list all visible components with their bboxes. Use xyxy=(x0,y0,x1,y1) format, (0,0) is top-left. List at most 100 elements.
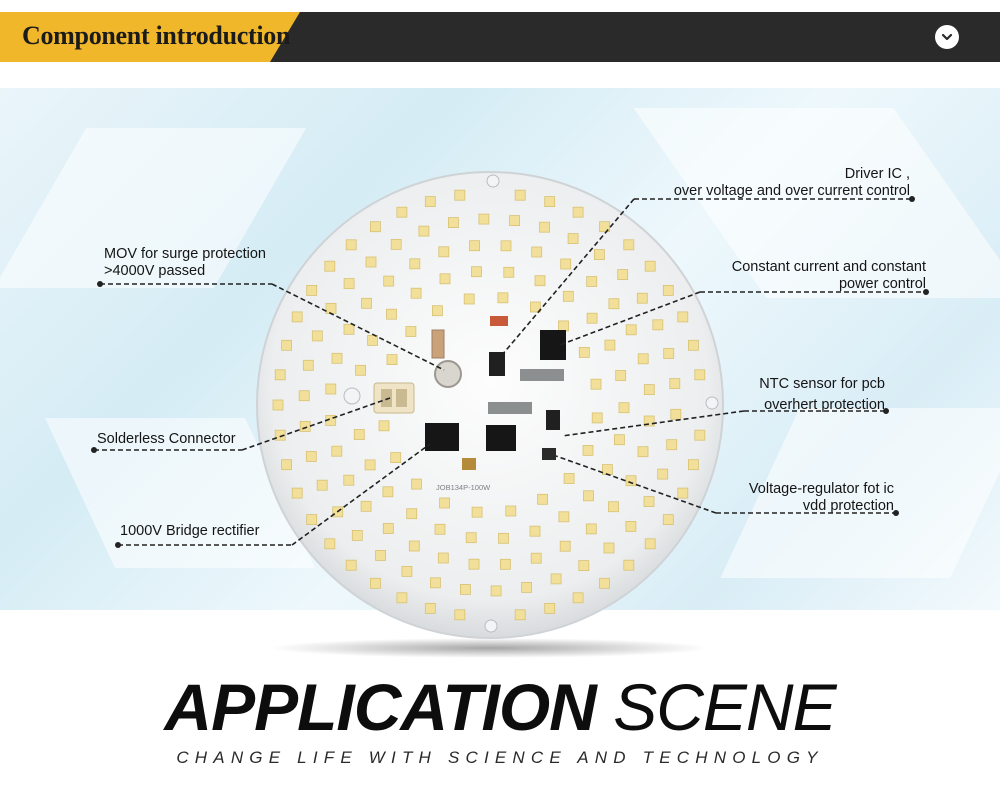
led-chip xyxy=(272,399,284,411)
led-chip xyxy=(578,560,590,571)
led-chip xyxy=(688,339,699,351)
led-chip xyxy=(291,311,303,323)
callout-mov: MOV for surge protection >4000V passed xyxy=(104,246,266,280)
led-chip xyxy=(591,412,603,424)
led-chip xyxy=(531,246,543,258)
led-chip xyxy=(434,523,446,535)
led-chip xyxy=(615,370,627,381)
callout-solderless-connector: Solderless Connector xyxy=(97,431,236,448)
led-chip xyxy=(583,490,594,502)
led-chip xyxy=(418,225,430,237)
bridge-rectifier-chip xyxy=(425,423,459,451)
callout-solderless-connector-line1: Solderless Connector xyxy=(97,431,236,447)
led-chip xyxy=(608,298,620,310)
led-chip xyxy=(578,346,590,358)
led-chip xyxy=(666,439,678,451)
expand-button[interactable] xyxy=(935,25,959,49)
led-chip xyxy=(694,429,706,441)
led-chip xyxy=(669,378,681,390)
callout-line-constant-current xyxy=(559,291,701,346)
callout-line-connector xyxy=(241,397,391,451)
led-chip xyxy=(572,206,584,218)
led-chip xyxy=(688,459,699,471)
led-chip xyxy=(643,415,655,427)
led-chip xyxy=(614,434,625,446)
led-chip xyxy=(498,532,509,544)
led-chip xyxy=(521,582,532,593)
led-chip xyxy=(662,284,674,296)
callout-dot xyxy=(909,196,915,202)
led-chip xyxy=(390,452,402,464)
led-chip xyxy=(643,496,655,508)
led-chip xyxy=(306,284,318,296)
led-chip xyxy=(364,459,376,471)
led-chip xyxy=(463,293,475,305)
led-chip xyxy=(663,348,675,359)
led-chip xyxy=(298,390,310,402)
led-chip xyxy=(386,354,398,366)
led-chip xyxy=(396,592,408,604)
led-chip xyxy=(623,239,635,251)
led-chip xyxy=(468,558,480,570)
led-chip xyxy=(325,302,337,314)
callout-line-driver-ic xyxy=(501,198,635,356)
led-chip xyxy=(503,266,515,278)
led-chip xyxy=(382,523,394,534)
led-chip xyxy=(424,196,436,208)
callout-constant-current-line2: power control xyxy=(838,276,926,292)
chevron-down-icon xyxy=(941,33,953,41)
led-chip xyxy=(390,238,402,250)
led-chip xyxy=(355,364,367,376)
led-chip xyxy=(324,538,336,550)
led-chip xyxy=(431,305,443,317)
connector-slot xyxy=(381,389,392,407)
led-chip xyxy=(530,552,542,564)
led-chip xyxy=(383,275,395,287)
led-chip xyxy=(585,523,597,535)
led-chip xyxy=(302,359,314,371)
led-chip xyxy=(465,532,477,544)
led-chip xyxy=(331,352,343,364)
board-marking: JOB134P-100W xyxy=(436,483,491,492)
led-chip xyxy=(559,540,571,552)
led-chip xyxy=(378,420,390,432)
led-chip xyxy=(530,301,541,313)
led-chip xyxy=(625,521,637,532)
led-chip xyxy=(281,459,293,471)
led-chip xyxy=(410,287,422,299)
led-chip xyxy=(490,585,502,597)
callout-line-ntc xyxy=(561,410,745,437)
led-chip xyxy=(353,429,365,440)
led-chip xyxy=(411,478,422,490)
led-chip xyxy=(351,530,363,541)
led-chip xyxy=(367,334,379,346)
led-chip xyxy=(396,206,408,218)
callout-dots xyxy=(91,196,929,548)
led-chip xyxy=(274,369,286,381)
mounting-hole xyxy=(343,387,361,405)
application-subtitle: CHANGE LIFE WITH SCIENCE AND TECHNOLOGY xyxy=(176,748,824,767)
led-chip xyxy=(529,525,541,537)
led-chip xyxy=(603,542,615,554)
led-chip xyxy=(401,566,413,577)
led-chip xyxy=(281,339,293,351)
led-chip xyxy=(305,451,317,462)
driver-components xyxy=(373,316,566,470)
led-chip xyxy=(599,577,610,589)
callout-dot xyxy=(883,408,889,414)
led-chip xyxy=(586,276,598,287)
led-chip xyxy=(558,511,570,523)
solderless-connector-block xyxy=(373,382,415,414)
led-chip xyxy=(360,500,372,512)
led-chip xyxy=(499,558,511,570)
led-chip xyxy=(617,269,629,281)
led-chip xyxy=(291,487,303,499)
led-chip xyxy=(437,552,449,564)
board-shadow xyxy=(270,638,710,658)
led-chip xyxy=(560,258,572,270)
led-chip xyxy=(439,273,451,285)
callout-driver-ic-line1: Driver IC , xyxy=(844,166,910,182)
led-chip xyxy=(514,609,526,621)
led-chip xyxy=(478,213,490,225)
